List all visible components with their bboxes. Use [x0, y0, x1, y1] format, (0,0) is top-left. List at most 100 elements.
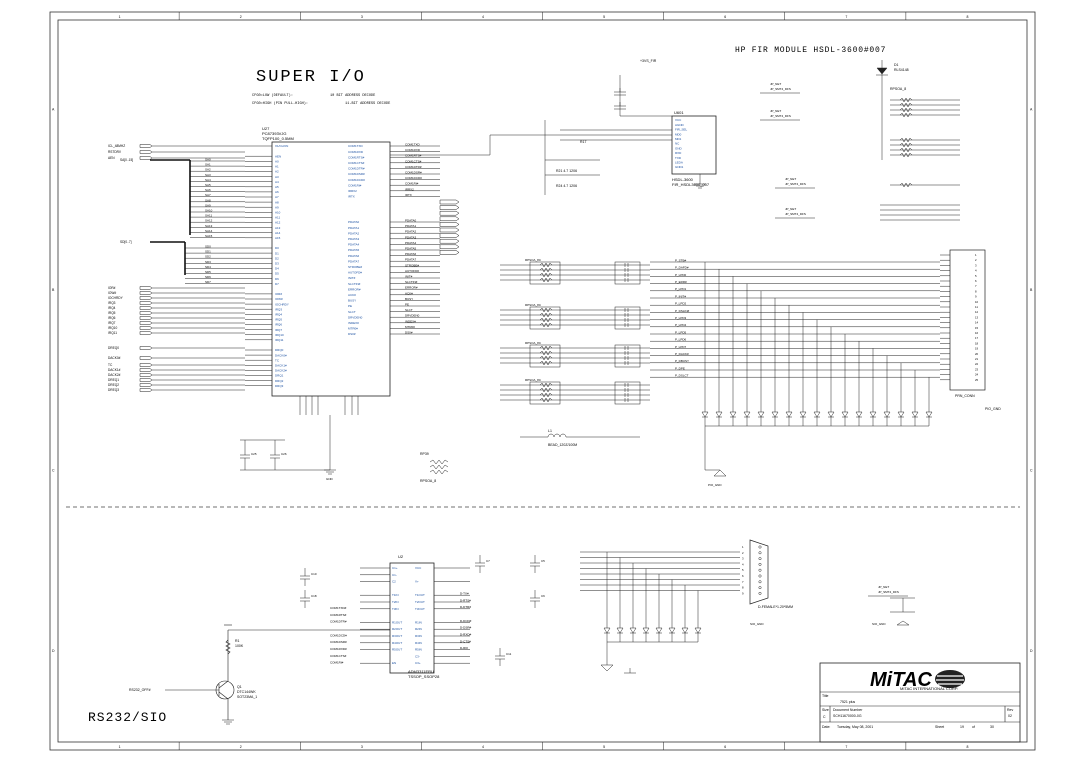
- fir-pin: MD0: [675, 132, 682, 136]
- cap-ref: C26: [281, 452, 287, 456]
- u27-net-label: COM1DSR#: [405, 171, 422, 175]
- lpt-signal-label: P_DBUSY: [675, 359, 689, 363]
- u27-pin-label: A4: [275, 180, 279, 184]
- doc-number-value: SCH11670000-0G: [833, 714, 862, 718]
- db9-pin-number: 7: [742, 580, 744, 584]
- u27-right-pin-label: COM1DTR#: [348, 167, 365, 171]
- lpt-signal-label: P_STB#: [675, 258, 687, 262]
- u2-pin-label: R1OUT: [392, 620, 402, 624]
- parallel-port-connector[interactable]: PRN_CONN 1234567891011121314151617181920…: [940, 249, 986, 398]
- cap-ref: C7: [486, 559, 490, 563]
- fir-pin: MD1: [675, 137, 682, 141]
- config-note-1b: 10 BIT ADDRESS DECODE: [330, 94, 375, 98]
- u27-right-pin-label: SLCTIN#: [348, 282, 361, 286]
- rs232-left-net: COM1CTS#: [330, 654, 347, 658]
- db9-pin-number: 5: [742, 568, 744, 572]
- u27-right-pin-label: PDATA7: [348, 259, 360, 263]
- rs232-right-net: D-DCD#: [460, 619, 472, 623]
- border-letter: D: [52, 649, 55, 653]
- u27-package: TQFP100_0.5MM: [262, 136, 294, 141]
- conn-pin-number: 7: [975, 284, 977, 288]
- border-number: 8: [966, 745, 968, 749]
- u27-chip[interactable]: U27 PC87393VJG TQFP100_0.5MM X1/CLKINAEN…: [185, 126, 460, 481]
- u2-left-pins: C1+C1-C2T1INT2INT3INR1OUTR2OUTR3OUTR4OUT…: [330, 566, 402, 665]
- pio-gnd-label: PIO_GND: [985, 407, 1001, 411]
- u27-pin-label: IRQ4: [275, 313, 282, 317]
- rp-label: RPSOA_8C: [525, 303, 542, 307]
- u27-right-pin-label: PDATA6: [348, 254, 360, 258]
- rs232-right-net: D-DSR#: [460, 626, 471, 630]
- u27-right-pin-label: PDATA0: [348, 220, 360, 224]
- fir-pin: FIR_SEL: [675, 128, 688, 132]
- rs232-right-net: D-CTS#: [460, 639, 471, 643]
- u27-pin-label: A12: [275, 221, 281, 225]
- q1-package: SOT23MA_1: [237, 695, 257, 699]
- u27-right-pin-label: COM1DSR#: [348, 172, 365, 176]
- conn-pin-number: 10: [975, 300, 979, 304]
- fir-pin: VCC: [675, 118, 682, 122]
- fir-module-u601[interactable]: U601 HSDL-3600 FIR_HSDL3600_007 VCCAGNDF…: [671, 110, 717, 187]
- sd-bus-entry: SD5: [205, 270, 211, 274]
- jumper-net: JP_NET: [770, 109, 781, 113]
- border-number: 1: [119, 745, 121, 749]
- svg-text:RPSOA_8: RPSOA_8: [420, 479, 436, 483]
- u2-pin-label: T2OUT: [415, 600, 425, 604]
- rs232-right-net: D-TX#: [460, 592, 469, 596]
- u27-net-label: COM1CTS#: [405, 159, 422, 163]
- fir-r21-label: R21 4.7 1206: [556, 169, 577, 173]
- fir-pin: GND1: [675, 165, 684, 169]
- u27-net-label: INDEX#: [405, 319, 416, 323]
- u27-right-pin-label: INDEX#: [348, 321, 359, 325]
- jumper-type: JP_SMT4_DFS: [770, 87, 791, 91]
- sio-gnd-label: SIO_GND: [872, 622, 886, 626]
- border-letter: C: [1030, 468, 1033, 472]
- db9-pin-number: 8: [742, 586, 744, 590]
- fir-pin: GND: [675, 146, 683, 150]
- conn-pin-number: 14: [975, 321, 979, 325]
- u27-pin-label: A0: [275, 160, 279, 164]
- border-number: 5: [603, 15, 605, 19]
- border-letter: D: [1030, 649, 1033, 653]
- u2-pin-label: R5IN: [415, 648, 422, 652]
- u27-right-pin-label: BUSY: [348, 299, 356, 303]
- bus-label: SA[0..15]: [120, 158, 133, 162]
- conn-pin-number: 1: [975, 253, 977, 257]
- u27-pin-label: D7: [275, 282, 279, 286]
- u2-pin-label: R3IN: [415, 634, 422, 638]
- conn-pin-number: 9: [975, 295, 977, 299]
- u2-pin-label: EN: [392, 661, 396, 665]
- db9-pin-number: 9: [742, 591, 744, 595]
- u2-rs232-chip[interactable]: U2 ADM3311ERU TSSOP_SSOP28 C1+C1-C2T1INT…: [330, 554, 472, 679]
- sa-bus-entry: SA11: [205, 214, 212, 218]
- fir-vcc-label: +3VS_FIR: [640, 59, 657, 63]
- u27-pin-label: DRQ2: [275, 379, 284, 383]
- u27-pin-label: A15: [275, 236, 281, 240]
- sa-bus-entry: SA5: [205, 183, 211, 187]
- jumper-type: JP_SMT4_DFS: [785, 182, 806, 186]
- u27-right-pin-label: IRTX: [348, 195, 355, 199]
- left-signal-label: IRQ4: [108, 306, 116, 310]
- left-signal-label: IRQ5: [108, 311, 116, 315]
- border-number: 4: [482, 15, 484, 19]
- u27-pin-label: IRQ3: [275, 307, 282, 311]
- u27-pin-label: D3: [275, 262, 279, 266]
- sa-bus-entry: SA14: [205, 229, 213, 233]
- cap-ref: C5: [541, 559, 545, 563]
- conn-pin-number: 17: [975, 336, 979, 340]
- u2-pin-label: T1IN: [392, 593, 399, 597]
- r1-value: 100K: [235, 644, 244, 648]
- u27-pin-label: IOR#: [275, 292, 282, 296]
- u27-right-pin-label: COM1RTS#: [348, 155, 365, 159]
- company-name: MITAC INTERNATIONAL CORP.: [900, 686, 958, 691]
- u27-pin-label: A14: [275, 231, 281, 235]
- u27-net-label: MTR0#: [405, 325, 415, 329]
- left-signal-label: IRQ3: [108, 301, 116, 305]
- rs232-left-net: COM1DTR#: [330, 620, 347, 624]
- jumper-type: JP_SMT4_DFS: [785, 212, 806, 216]
- rs232-title: RS232/SIO: [88, 710, 167, 725]
